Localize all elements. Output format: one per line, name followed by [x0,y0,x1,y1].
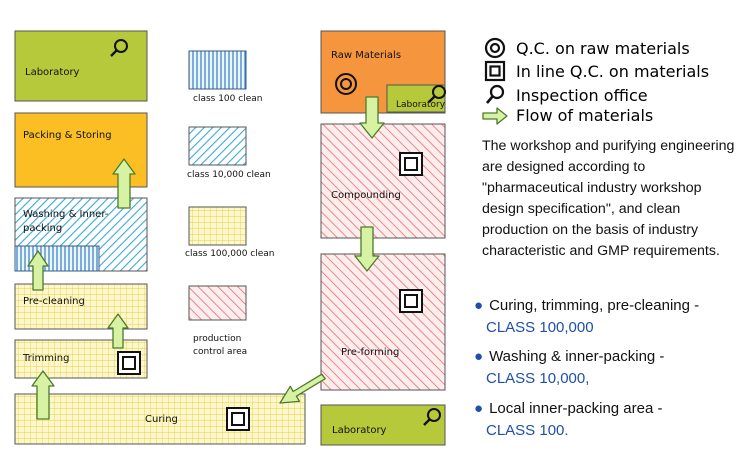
bullet-dot: ● [474,400,484,417]
legend-label: Flow of materials [516,106,654,125]
bullet-class: CLASS 100. [486,422,569,439]
inline-qc-icon [117,351,141,375]
flow-arrow-up [107,313,129,349]
legend-inspection: Inspection office [480,84,648,106]
arrow-icon [480,106,510,125]
room-packing-storing: Packing & Storing [14,112,148,188]
room-pre-cleaning: Pre-cleaning [14,283,148,330]
double-square-icon [480,60,510,82]
svg-text:Compounding: Compounding [331,190,401,201]
svg-text:Pre-forming: Pre-forming [341,347,399,358]
flow-arrow-down [354,226,380,272]
swatch-production-control: production control area [188,285,247,357]
svg-text:Packing & Storing: Packing & Storing [23,130,112,141]
legend-label: In line Q.C. on materials [516,61,710,81]
swatch-class100000: class 100,000 clean [185,206,275,259]
description-text: The workshop and purifying engineering a… [482,138,735,259]
svg-text:Raw Materials: Raw Materials [331,50,401,61]
room-curing: Curing [14,393,306,445]
swatch-class100: class 100 clean [188,50,262,104]
svg-text:Trimming: Trimming [22,353,69,364]
flow-arrow-diagonal [279,373,326,404]
bullet-class100: ● Local inner-packing area - CLASS 100. [474,400,750,439]
bullet-dot: ● [474,348,484,365]
bullet-text: Local inner-packing area - [489,400,663,417]
local-class100-area [14,245,100,272]
svg-text:Pre-cleaning: Pre-cleaning [23,296,85,307]
room-raw-materials: Raw Materials Laboratory [320,30,447,114]
svg-text:class 10,000 clean: class 10,000 clean [187,170,271,180]
bullet-dot: ● [474,297,484,314]
flow-arrow-down [359,96,385,139]
svg-text:Laboratory: Laboratory [332,425,387,436]
room-trimming: Trimming [14,339,148,379]
flow-arrow-up [27,250,49,291]
room-laboratory-bottom: Laboratory [320,404,446,446]
room-laboratory-top: Laboratory [14,30,148,102]
svg-text:Washing & Inner-: Washing & Inner- [23,209,109,220]
svg-text:class 100,000 clean: class 100,000 clean [185,249,275,259]
swatch-class10000: class 10,000 clean [187,126,271,180]
flow-arrow-up [31,370,55,420]
svg-text:control area: control area [193,347,247,357]
bullet-class: CLASS 10,000, [486,370,590,387]
svg-text:class 100 clean: class 100 clean [193,94,262,104]
inline-qc-icon [399,289,423,313]
double-circle-icon [480,37,510,59]
legend-label: Q.C. on raw materials [516,38,690,58]
bullet-class100000: ● Curing, trimming, pre-cleaning - CLASS … [474,297,750,336]
inline-qc-icon [226,407,250,431]
legend-qc-inline: In line Q.C. on materials [480,60,709,82]
room-raw-laboratory [386,84,446,113]
legend-flow: Flow of materials [480,106,653,125]
svg-text:production: production [193,334,241,344]
room-compounding: Compounding [320,123,446,239]
bullet-text: Washing & inner-packing - [489,348,665,365]
svg-text:Laboratory: Laboratory [25,67,80,78]
bullet-class: CLASS 100,000 [486,319,594,336]
flow-arrows [27,96,385,420]
svg-text:Laboratory: Laboratory [396,100,446,110]
legend-label: Inspection office [516,85,648,105]
inline-qc-icon [399,152,423,176]
flow-arrow-up [112,158,136,209]
bullet-text: Curing, trimming, pre-cleaning - [489,297,700,314]
magnifier-icon [480,84,510,106]
legend-qc-raw: Q.C. on raw materials [480,37,690,59]
bullet-class10000: ● Washing & inner-packing - CLASS 10,000, [474,348,750,387]
svg-text:Curing: Curing [145,414,178,425]
svg-text:packing: packing [23,223,62,234]
qc-raw-icon [335,73,357,95]
room-pre-forming: Pre-forming [320,253,446,391]
